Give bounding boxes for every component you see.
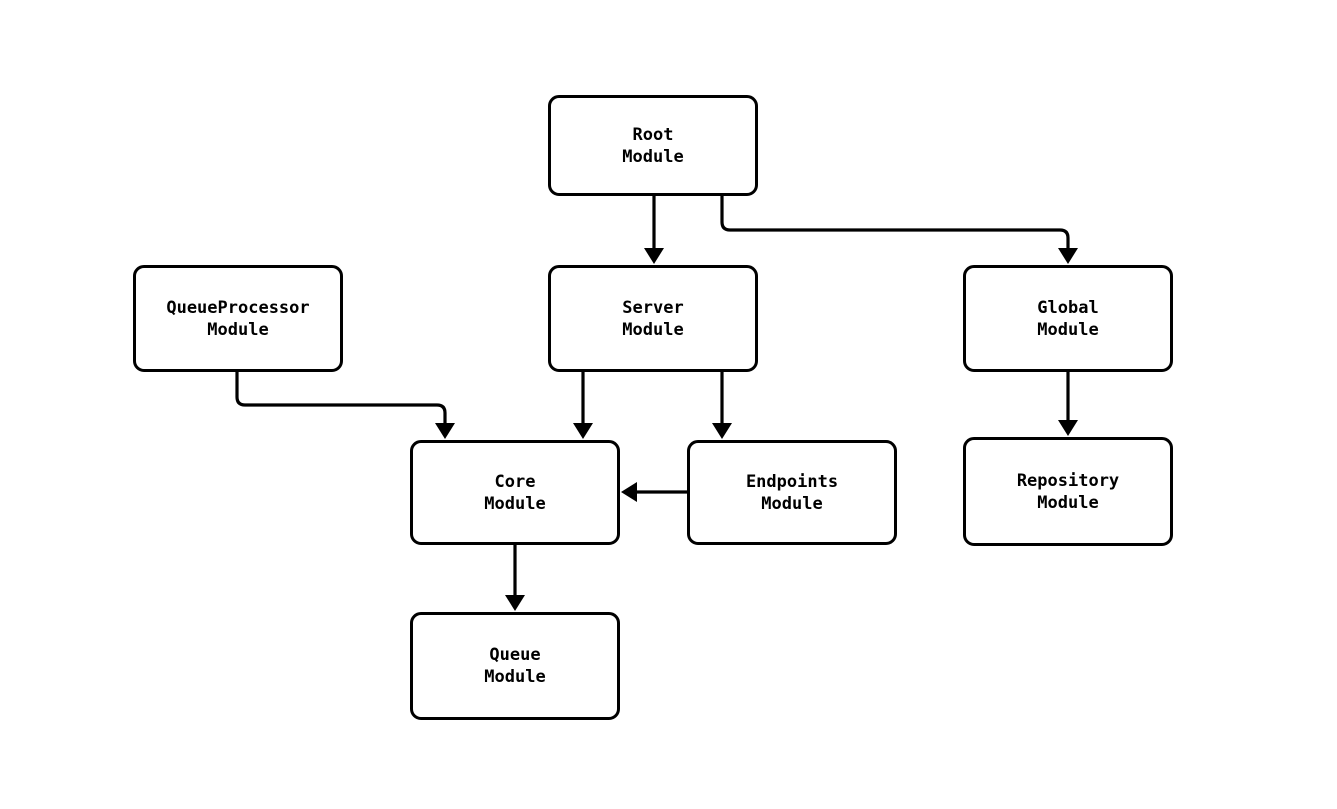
node-label-line2: Module (484, 667, 546, 687)
edge-root-to-server (644, 196, 664, 264)
node-queueprocessor-module[interactable]: QueueProcessor Module (133, 265, 343, 372)
edge-queueprocessor-to-core (235, 372, 455, 439)
node-server-module[interactable]: Server Module (548, 265, 758, 372)
node-label-line1: Queue (489, 645, 541, 665)
node-label-line1: Repository (1016, 470, 1120, 491)
edge-server-to-endpoints (712, 372, 732, 439)
node-label-line2: Module (622, 319, 684, 340)
node-label-line1: Core (494, 471, 536, 492)
node-label-line1: Root (632, 124, 674, 145)
edge-root-to-global (720, 196, 1078, 264)
node-core-module[interactable]: Core Module (410, 440, 620, 545)
edge-server-to-core (573, 372, 593, 439)
node-label-line2: Module (207, 319, 269, 340)
node-label-line2: Module (761, 493, 823, 514)
node-root-module[interactable]: Root Module (548, 95, 758, 196)
edge-endpoints-to-core (621, 482, 687, 502)
node-label-line1: Global (1037, 297, 1099, 318)
node-repository-module[interactable]: Repository Module (963, 437, 1173, 546)
node-endpoints-module[interactable]: Endpoints Module (687, 440, 897, 545)
edge-global-to-repository (1058, 372, 1078, 436)
node-label-line1: QueueProcessor (166, 297, 310, 318)
node-label-line1: Endpoints (745, 471, 839, 492)
node-label-line2: Module (622, 146, 684, 167)
node-queue-module[interactable]: Queue Module (410, 612, 620, 720)
node-label-line2: Module (1037, 319, 1099, 340)
node-label-line1: Server (622, 297, 684, 318)
node-global-module[interactable]: Global Module (963, 265, 1173, 372)
node-label-line2: Module (484, 493, 546, 514)
edge-core-to-queue (505, 545, 525, 611)
node-label-line2: Module (1037, 492, 1099, 513)
